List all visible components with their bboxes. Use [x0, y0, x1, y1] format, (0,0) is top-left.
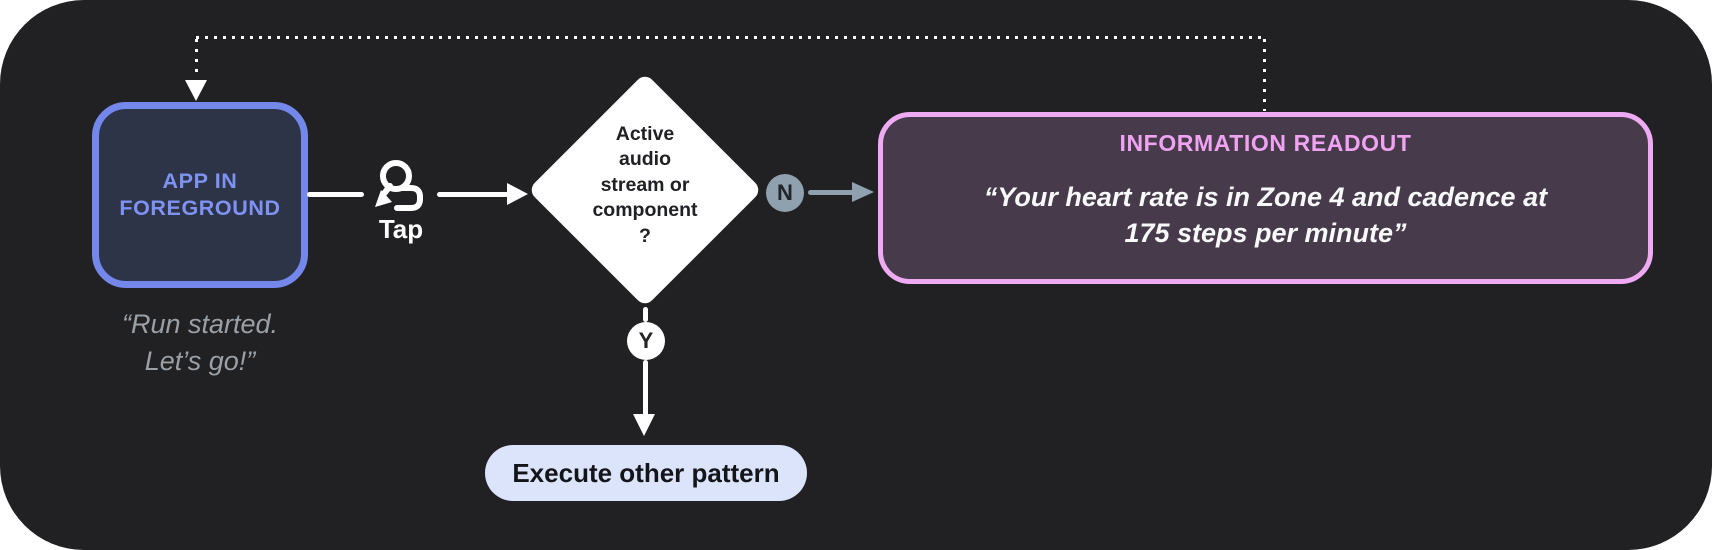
dotted-connector-horizontal [196, 36, 1266, 39]
app-in-foreground-label: APP IN FOREGROUND [119, 168, 280, 222]
readout-quote-line1: “Your heart rate is in Zone 4 and cadenc… [983, 182, 1548, 212]
decision-line5: ? [639, 224, 651, 247]
app-in-foreground-node: APP IN FOREGROUND [92, 102, 308, 288]
execute-pill-label: Execute other pattern [512, 457, 780, 488]
dotted-connector-left-segment [195, 39, 198, 79]
readout-quote-line2: 175 steps per minute” [1124, 218, 1407, 248]
app-voice-quote: “Run started. Let’s go!” [70, 306, 330, 380]
connector-tap-to-decision [437, 192, 509, 197]
decision-line3: stream or [600, 173, 690, 196]
branch-no-badge: N [766, 174, 804, 212]
execute-other-pattern-node: Execute other pattern [485, 445, 807, 501]
tap-label: Tap [378, 214, 424, 244]
decision-line1: Active [615, 123, 675, 145]
decision-node-label: Active audio stream or component ? [545, 122, 745, 249]
app-label-line2: FOREGROUND [119, 196, 281, 220]
arrowhead-right-icon [507, 183, 528, 205]
app-quote-line1: “Run started. [121, 309, 279, 339]
decision-line4: component [592, 199, 698, 222]
branch-yes-badge: Y [627, 322, 665, 360]
information-readout-node: INFORMATION READOUT “Your heart rate is … [878, 112, 1653, 284]
dotted-connector-right-segment [1263, 39, 1266, 111]
arrowhead-right-gray-icon [852, 182, 874, 202]
information-readout-title: INFORMATION READOUT [1119, 130, 1412, 156]
decision-line2: audio [619, 148, 671, 171]
information-readout-quote: “Your heart rate is in Zone 4 and cadenc… [883, 179, 1648, 251]
app-label-line1: APP IN [162, 169, 238, 193]
tap-gesture-icon [375, 160, 423, 211]
dotted-arrowhead-down-icon [185, 80, 207, 101]
connector-yes-to-execute [643, 360, 648, 416]
connector-app-to-tap [307, 192, 364, 197]
arrowhead-down-icon [633, 414, 655, 436]
app-quote-line2: Let’s go!” [144, 346, 256, 376]
connector-decision-to-yes [643, 307, 648, 322]
connector-no-to-readout [808, 190, 854, 195]
